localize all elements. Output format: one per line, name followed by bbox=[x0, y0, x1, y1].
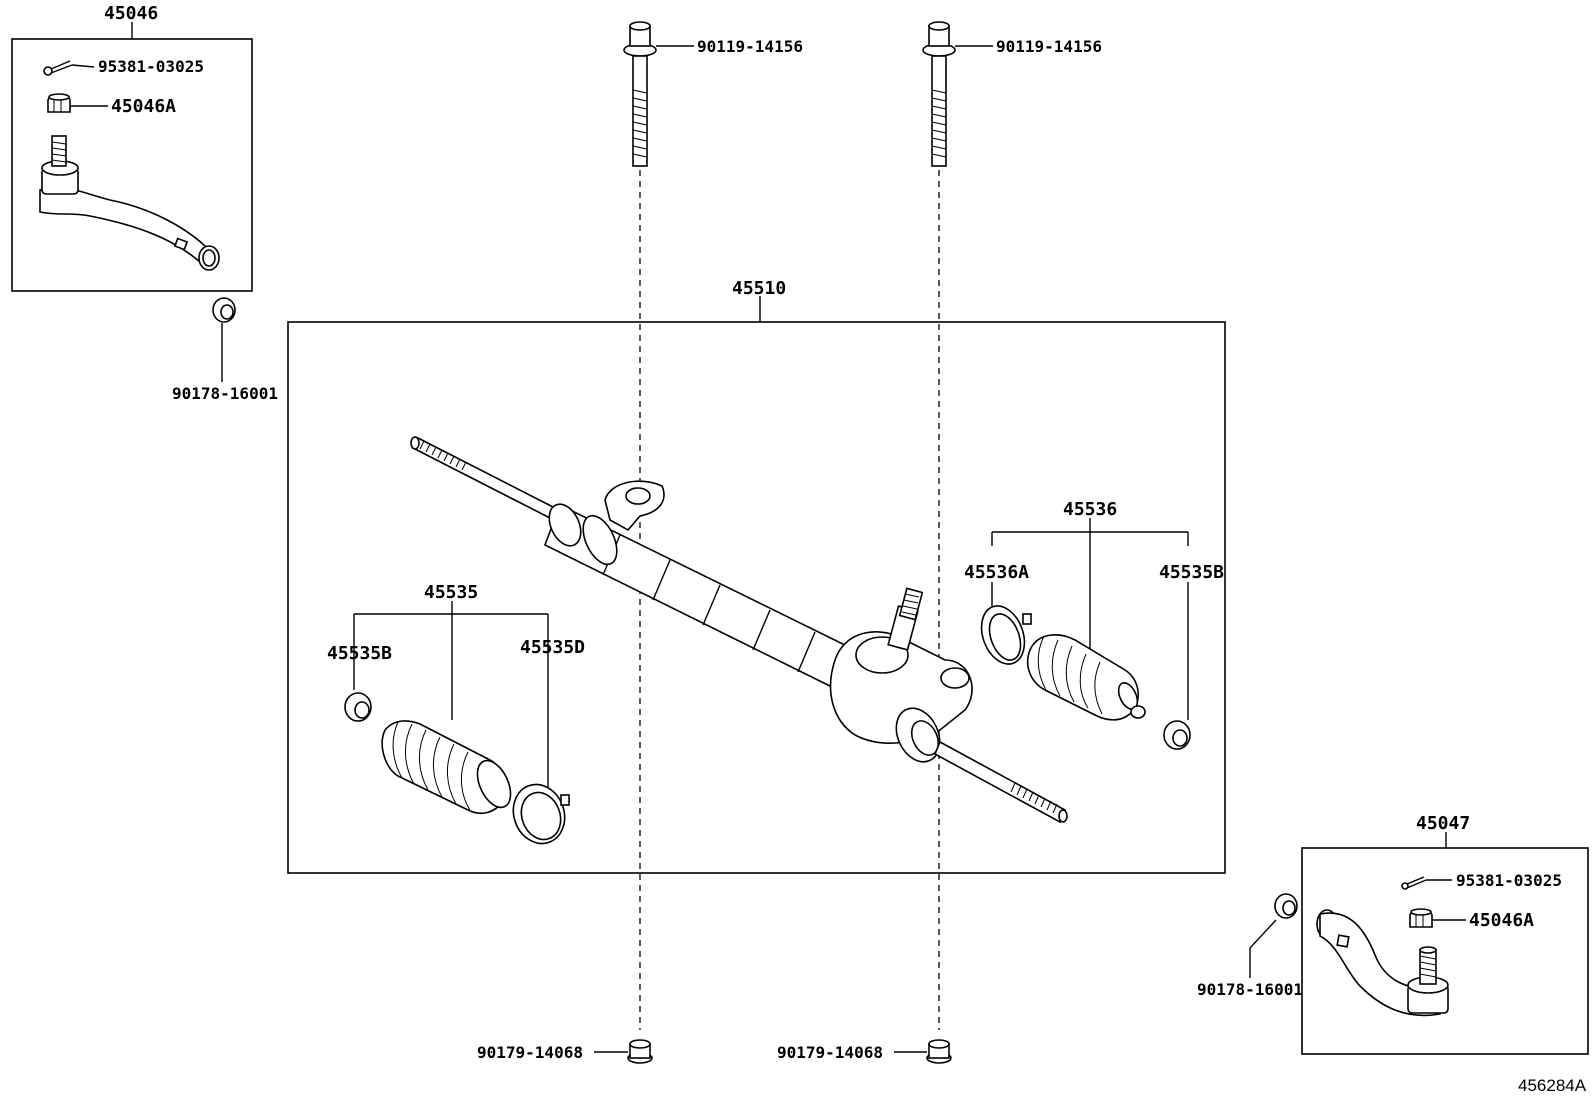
flange-nut-left-icon bbox=[594, 1039, 653, 1064]
flange-nut-right-icon bbox=[894, 1039, 952, 1064]
label-45535d[interactable]: 45535D bbox=[520, 637, 585, 658]
cotter-pin-icon bbox=[43, 60, 95, 76]
label-45046a-bottom[interactable]: 45046A bbox=[1469, 910, 1534, 931]
bushing-right-icon bbox=[1249, 893, 1298, 978]
tie-rod-end-rh-group: 45047 95381-03025 45046A bbox=[1301, 813, 1589, 1055]
steering-rack-icon bbox=[410, 436, 1068, 824]
label-45535b-left[interactable]: 45535B bbox=[327, 643, 392, 664]
label-45535[interactable]: 45535 bbox=[424, 582, 478, 603]
label-45535b-right[interactable]: 45535B bbox=[1159, 562, 1224, 583]
boot-left-icon bbox=[381, 720, 512, 815]
gear-assembly-box bbox=[287, 321, 1226, 874]
label-45047[interactable]: 45047 bbox=[1416, 813, 1470, 834]
label-45510[interactable]: 45510 bbox=[732, 278, 786, 299]
castle-nut-icon bbox=[47, 93, 108, 113]
label-45536a[interactable]: 45536A bbox=[964, 562, 1029, 583]
label-45046a-top[interactable]: 45046A bbox=[111, 96, 176, 117]
label-90178-16001-right[interactable]: 90178-16001 bbox=[1197, 980, 1303, 999]
label-90178-16001-left[interactable]: 90178-16001 bbox=[172, 384, 278, 403]
large-clamp-left-icon bbox=[512, 783, 570, 845]
label-45046[interactable]: 45046 bbox=[104, 3, 158, 24]
label-90119-14156-right[interactable]: 90119-14156 bbox=[996, 37, 1102, 56]
tie-rod-end-rh-box bbox=[1301, 847, 1589, 1055]
tie-rod-end-rh-icon bbox=[1316, 909, 1449, 1017]
label-45536[interactable]: 45536 bbox=[1063, 499, 1117, 520]
tie-rod-end-lh-group: 45046 95381-03025 45046A bbox=[11, 3, 253, 292]
large-clamp-right-icon bbox=[980, 605, 1032, 665]
label-90179-14068-left[interactable]: 90179-14068 bbox=[477, 1043, 583, 1062]
label-95381-03025-bottom[interactable]: 95381-03025 bbox=[1456, 871, 1562, 890]
bolt-left-icon bbox=[623, 21, 694, 1030]
label-90119-14156-left[interactable]: 90119-14156 bbox=[697, 37, 803, 56]
small-clamp-left-icon bbox=[344, 692, 372, 722]
tie-rod-end-lh-icon bbox=[39, 135, 220, 271]
label-90179-14068-right[interactable]: 90179-14068 bbox=[777, 1043, 883, 1062]
castle-nut-bottom-icon bbox=[1409, 908, 1466, 928]
bolt-right-icon bbox=[922, 21, 993, 1030]
diagram-reference-number: 456284A bbox=[1518, 1076, 1587, 1095]
cotter-pin-bottom-icon bbox=[1401, 876, 1452, 890]
bushing-left-icon bbox=[212, 297, 236, 382]
boot-right-icon bbox=[1026, 634, 1146, 721]
label-95381-03025-top[interactable]: 95381-03025 bbox=[98, 57, 204, 76]
small-clamp-right-icon bbox=[1163, 720, 1191, 750]
